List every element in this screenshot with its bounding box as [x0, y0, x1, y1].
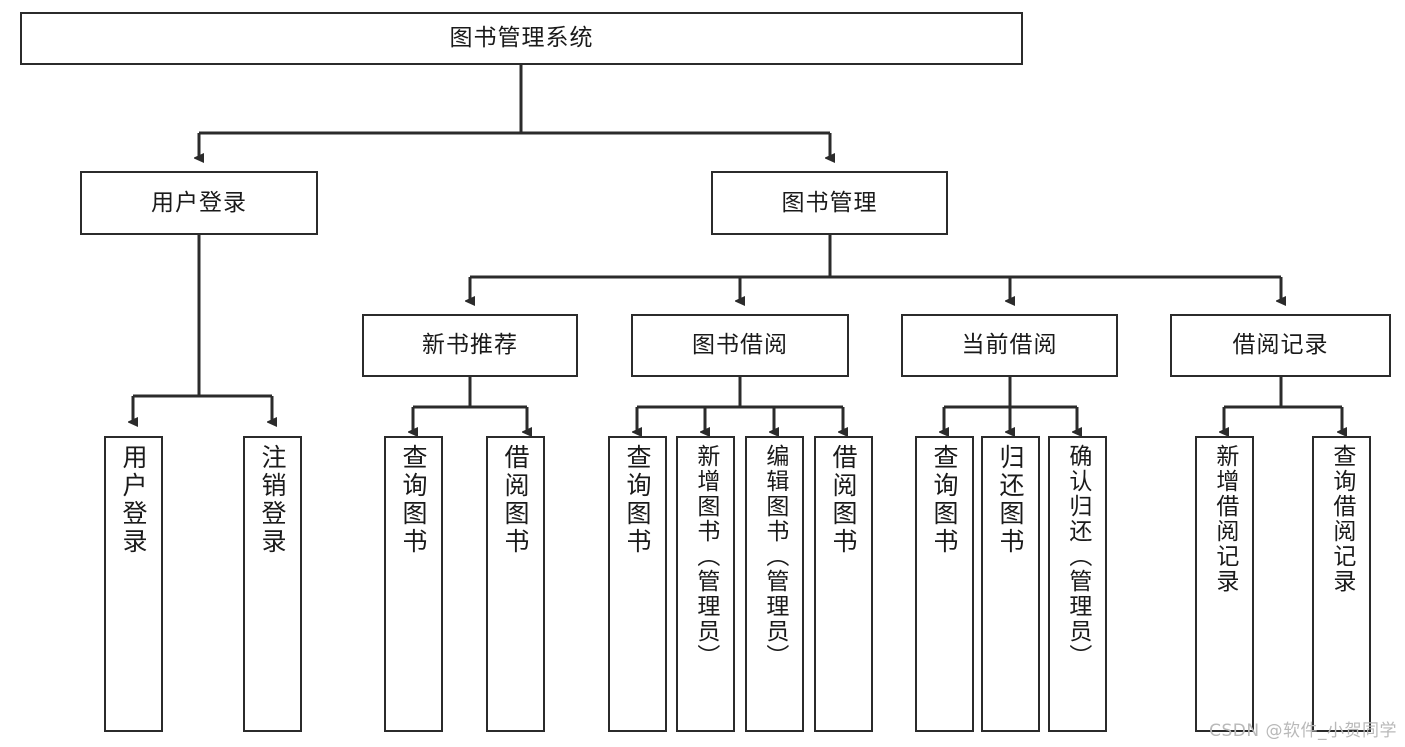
node-root-system[interactable]: 图书管理系统	[20, 12, 1023, 65]
node-label: 新书推荐	[422, 332, 518, 358]
leaf-borrow-query-book[interactable]: 查询图书	[608, 436, 667, 732]
leaf-recommend-query-book[interactable]: 查询图书	[384, 436, 443, 732]
node-new-book-recommend[interactable]: 新书推荐	[362, 314, 578, 377]
leaf-user-login-login[interactable]: 用户登录	[104, 436, 163, 732]
leaf-borrow-borrow-book[interactable]: 借阅图书	[814, 436, 873, 732]
node-borrow-record[interactable]: 借阅记录	[1170, 314, 1391, 377]
leaf-label: 编辑图书（管理员）	[761, 444, 788, 669]
leaf-recommend-borrow-book[interactable]: 借阅图书	[486, 436, 545, 732]
leaf-record-query-record[interactable]: 查询借阅记录	[1312, 436, 1371, 732]
leaf-label: 借阅图书	[829, 444, 858, 556]
node-label: 图书管理系统	[449, 25, 594, 51]
leaf-record-add-record[interactable]: 新增借阅记录	[1195, 436, 1254, 732]
leaf-label: 确认归还（管理员）	[1064, 444, 1091, 669]
leaf-label: 查询图书	[623, 444, 652, 556]
leaf-label: 查询图书	[930, 444, 959, 556]
csdn-watermark: CSDN @软件_小贺同学	[1209, 721, 1397, 741]
node-label: 借阅记录	[1232, 332, 1329, 358]
node-label: 图书借阅	[692, 332, 788, 358]
leaf-borrow-add-book-admin[interactable]: 新增图书（管理员）	[676, 436, 735, 732]
leaf-label: 新增借阅记录	[1211, 444, 1238, 594]
leaf-label: 查询借阅记录	[1328, 444, 1355, 594]
leaf-label: 归还图书	[996, 444, 1025, 556]
leaf-borrow-edit-book-admin[interactable]: 编辑图书（管理员）	[745, 436, 804, 732]
leaf-label: 注销登录	[258, 444, 287, 556]
node-label: 图书管理	[781, 189, 878, 216]
node-book-management[interactable]: 图书管理	[711, 171, 948, 235]
node-label: 当前借阅	[961, 332, 1058, 358]
node-user-login[interactable]: 用户登录	[80, 171, 318, 235]
leaf-current-confirm-return-admin[interactable]: 确认归还（管理员）	[1048, 436, 1107, 732]
leaf-label: 用户登录	[119, 444, 148, 556]
node-book-borrow[interactable]: 图书借阅	[631, 314, 849, 377]
leaf-label: 查询图书	[399, 444, 428, 556]
leaf-label: 借阅图书	[501, 444, 530, 556]
leaf-user-login-logout[interactable]: 注销登录	[243, 436, 302, 732]
node-label: 用户登录	[151, 189, 247, 216]
node-current-borrow[interactable]: 当前借阅	[901, 314, 1118, 377]
leaf-label: 新增图书（管理员）	[692, 444, 719, 669]
leaf-current-return-book[interactable]: 归还图书	[981, 436, 1040, 732]
leaf-current-query-book[interactable]: 查询图书	[915, 436, 974, 732]
